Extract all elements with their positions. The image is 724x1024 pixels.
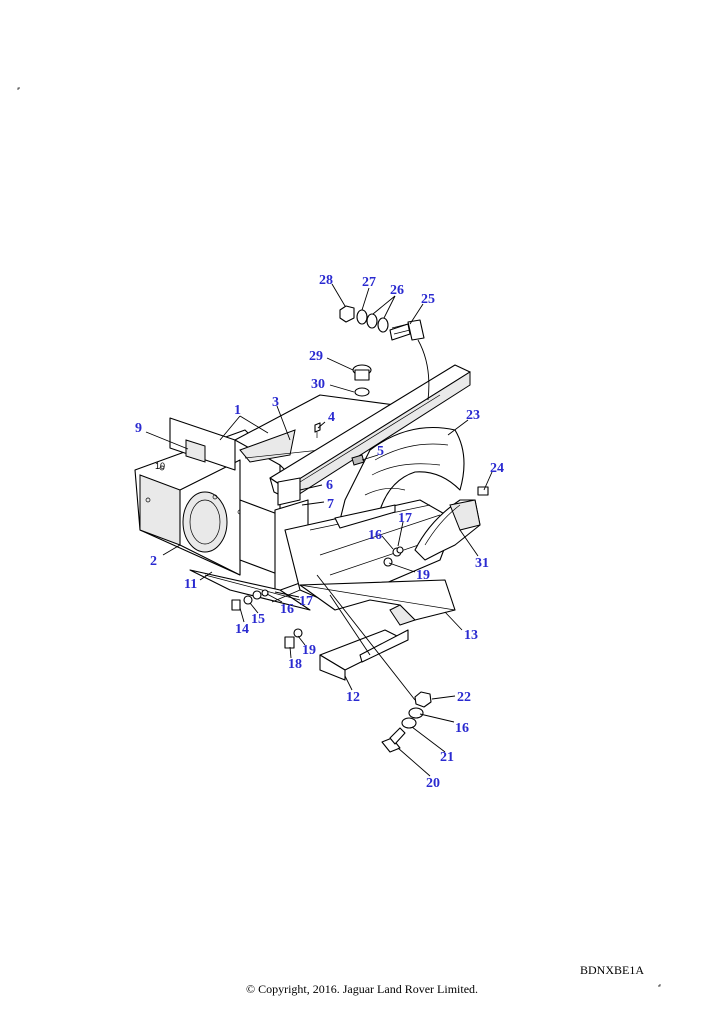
callout-31: 31 xyxy=(475,556,489,571)
bottom-bolt-set xyxy=(381,691,432,753)
callout-3: 3 xyxy=(272,395,279,410)
callout-2: 2 xyxy=(150,554,157,569)
bolt-29 xyxy=(352,364,372,397)
callout-20: 20 xyxy=(426,776,440,791)
frame-stamp: 10 xyxy=(155,461,165,471)
callout-14: 14 xyxy=(235,622,249,637)
lower-cross-member xyxy=(299,579,456,626)
callout-9: 9 xyxy=(135,421,142,436)
callout-labels: 28 27 26 25 29 30 1 3 4 9 23 5 24 6 7 17… xyxy=(135,273,504,791)
callout-15: 15 xyxy=(251,612,265,627)
callout-16-left: 16 xyxy=(280,602,294,617)
callout-28: 28 xyxy=(319,273,333,288)
callout-26: 26 xyxy=(390,283,404,298)
callout-17-right: 17 xyxy=(398,511,412,526)
callout-16-right: 16 xyxy=(368,528,382,543)
lower-bracket xyxy=(319,629,409,681)
front-panel-assembly: 10 xyxy=(134,394,396,593)
callout-30: 30 xyxy=(311,377,325,392)
callout-6: 6 xyxy=(326,478,333,493)
callout-11: 11 xyxy=(184,577,197,592)
callout-13: 13 xyxy=(464,628,478,643)
callout-27: 27 xyxy=(362,275,376,290)
copyright-notice: © Copyright, 2016. Jaguar Land Rover Lim… xyxy=(245,982,479,996)
callout-16-bottom: 16 xyxy=(455,721,469,736)
wheel-arch xyxy=(334,427,465,529)
floor-pan xyxy=(189,499,456,611)
nut-washer-stack xyxy=(339,305,389,333)
callout-5: 5 xyxy=(377,444,384,459)
callout-29: 29 xyxy=(309,349,323,364)
clip xyxy=(351,454,365,466)
diagram-reference-code: BDNXBE1A xyxy=(580,963,645,977)
callout-25: 25 xyxy=(421,292,435,307)
callout-23: 23 xyxy=(466,408,480,423)
upper-side-rail xyxy=(269,364,471,506)
callout-17-left: 17 xyxy=(299,594,313,609)
callout-18: 18 xyxy=(288,657,302,672)
callout-19-left: 19 xyxy=(302,643,316,658)
callout-7: 7 xyxy=(327,497,334,512)
bolt-25 xyxy=(389,319,430,401)
leader-lines xyxy=(145,283,493,777)
callout-21: 21 xyxy=(440,750,454,765)
corner-mark-bottom-right xyxy=(658,984,661,987)
lower-fasteners xyxy=(231,486,489,649)
corner-mark-top-left xyxy=(17,87,20,90)
mud-shield xyxy=(414,499,481,561)
callout-22: 22 xyxy=(457,690,471,705)
callout-1: 1 xyxy=(234,403,241,418)
callout-24: 24 xyxy=(490,461,504,476)
screw-4 xyxy=(314,422,321,438)
callout-4: 4 xyxy=(328,410,335,425)
callout-19-right: 19 xyxy=(416,568,430,583)
callout-12: 12 xyxy=(346,690,360,705)
